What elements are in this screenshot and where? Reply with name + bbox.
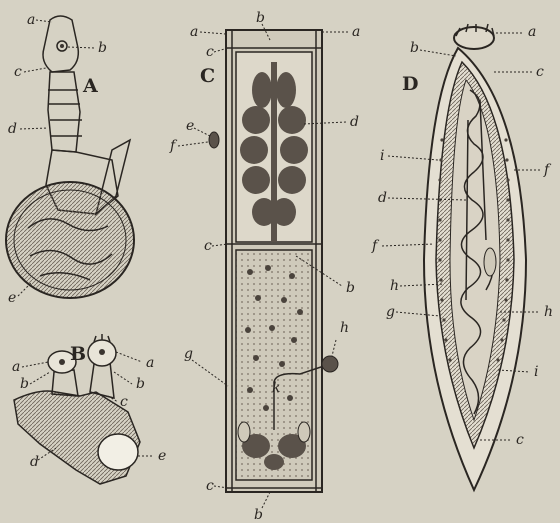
- fig-d-label-c-bottom: c: [516, 432, 524, 448]
- fig-c-label-h: h: [340, 320, 349, 336]
- fig-c-label-c-mid: c: [204, 238, 212, 254]
- fig-a-label-d: d: [8, 121, 17, 137]
- fig-c-label-c-top: c: [206, 44, 214, 60]
- fig-a-label-c: c: [14, 64, 22, 80]
- fig-b-label-a2: a: [146, 355, 154, 371]
- fig-d-label-b: b: [410, 40, 419, 56]
- fig-d-label-d: d: [378, 190, 387, 206]
- fig-d-label-f-right: f: [543, 162, 552, 178]
- fig-d-label-h-right: h: [544, 304, 553, 320]
- figure-b: B a b a b c d e: [12, 334, 166, 484]
- fig-c-label-f: f: [169, 138, 178, 154]
- fig-a-label-a: a: [27, 12, 35, 28]
- fig-b-label-b1: b: [20, 376, 29, 392]
- figure-a: A a b c d e: [6, 12, 134, 306]
- fig-c-label-b-mid: b: [346, 280, 355, 296]
- fig-c-label-b-top: b: [256, 10, 265, 26]
- fig-d-label-i-right: i: [534, 364, 538, 380]
- fig-c-label-c-bottom: c: [206, 478, 214, 494]
- fig-d-letter: D: [402, 73, 418, 95]
- fig-c-label-g: g: [184, 346, 193, 362]
- fig-a-head: [43, 16, 78, 72]
- fig-b-cut-end: [98, 434, 138, 470]
- fig-d-label-c-top: c: [536, 64, 544, 80]
- fig-a-letter: A: [82, 75, 98, 97]
- fig-c-label-e: e: [186, 118, 194, 134]
- fig-c-genital-pore: [322, 356, 338, 372]
- fig-b-label-d: d: [30, 454, 39, 470]
- figure-d: D a b c i f d f h h g i c: [371, 24, 553, 490]
- fig-b-letter: B: [70, 343, 86, 365]
- fig-a-label-b: b: [98, 40, 107, 56]
- fig-b-label-b2: b: [136, 376, 145, 392]
- fig-b-label-a1: a: [12, 359, 20, 375]
- fig-d-label-i-left: i: [380, 148, 384, 164]
- fig-c-label-k: k: [272, 380, 280, 396]
- fig-c-label-b-bottom: b: [254, 507, 263, 523]
- figure-c: C a b a c e f d c b h g k c b: [169, 10, 360, 523]
- fig-d-label-h-left: h: [390, 278, 399, 294]
- fig-c-label-a-right: a: [352, 24, 360, 40]
- fig-c-label-a-left: a: [190, 24, 198, 40]
- fig-a-cyst: [6, 182, 134, 298]
- fig-d-oral-sucker: [454, 27, 494, 49]
- fig-a-neck: [48, 72, 80, 152]
- fig-c-letter: C: [200, 65, 215, 87]
- fig-c-label-d: d: [350, 114, 359, 130]
- fig-b-label-c: c: [120, 394, 128, 410]
- fig-b-label-e: e: [158, 448, 166, 464]
- fig-d-label-f-left: f: [371, 238, 380, 254]
- fig-a-label-e: e: [8, 290, 16, 306]
- fig-d-label-g: g: [386, 304, 395, 320]
- fig-d-label-a: a: [528, 24, 536, 40]
